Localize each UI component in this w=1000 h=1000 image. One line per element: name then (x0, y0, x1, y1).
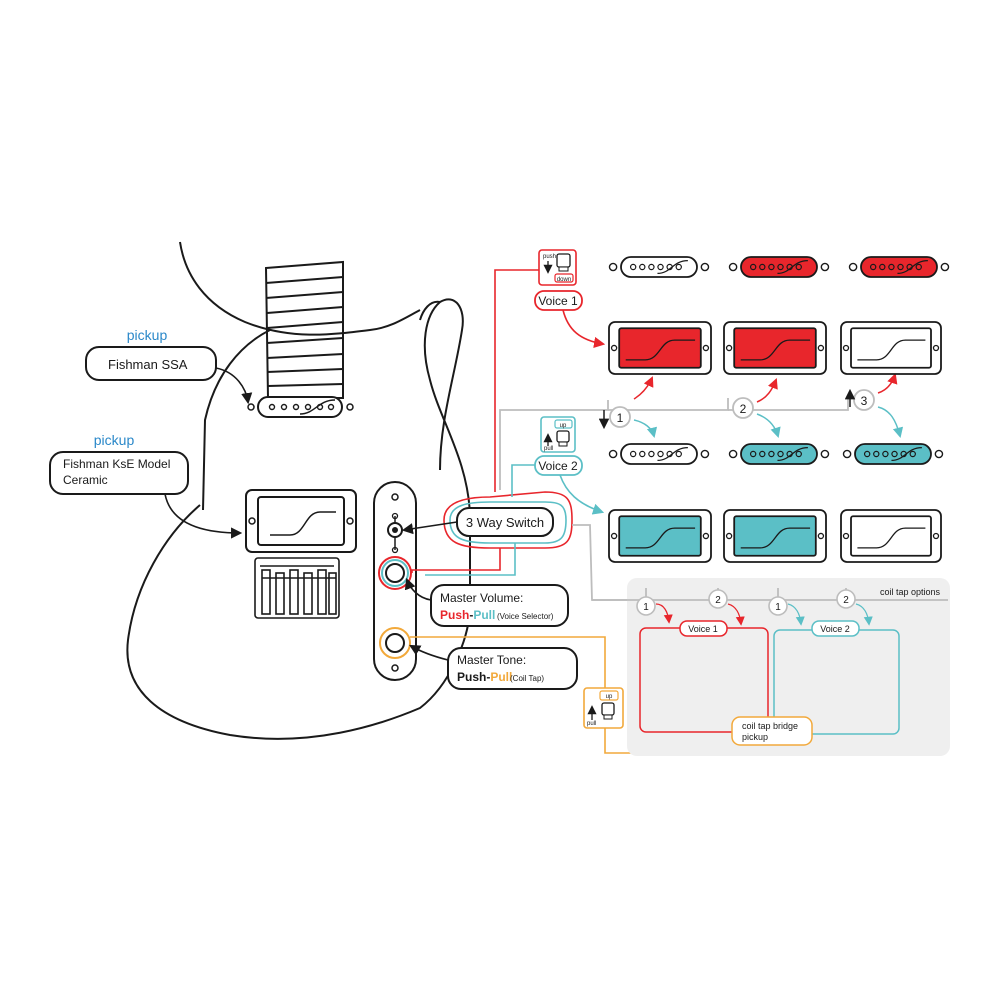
coil-tap-pos-2b-label: 2 (843, 595, 849, 606)
coil-tap-pos-1a[interactable]: 1 (636, 596, 656, 616)
voice2-pull-text: pull (544, 446, 553, 452)
position-2[interactable]: 2 (732, 397, 754, 419)
voice1-push-text: push (543, 254, 556, 260)
master-tone-title: Master Tone: (457, 653, 526, 667)
position-1[interactable]: 1 (598, 406, 631, 430)
master-tone-note: (Coil Tap) (510, 674, 544, 683)
master-tone-push-pull: Push-Pull (457, 670, 512, 684)
position-3[interactable]: 3 (844, 388, 875, 411)
master-volume-note: (Voice Selector) (497, 612, 554, 621)
bridge-pickup (245, 489, 357, 553)
coil-tap-pull-text: pull (587, 721, 596, 727)
volume-pull: Pull (473, 608, 495, 622)
position-3-label: 3 (861, 394, 868, 408)
fretboard (264, 260, 344, 399)
volume-sep: - (469, 608, 473, 622)
coil-tap-bridge-label-2: pickup (742, 732, 768, 742)
tone-sep: - (486, 670, 490, 684)
bridge-pickup-tag: pickup (94, 432, 135, 448)
voice-wiring (411, 269, 573, 576)
tone-push: Push (457, 670, 486, 684)
guitar-body (126, 241, 471, 740)
master-tone-box (447, 647, 578, 690)
coil-tap-pull-icon: up pull (583, 687, 624, 729)
volume-push: Push (440, 608, 469, 622)
switch-knob-center (392, 527, 398, 533)
coil-tap-pos-2a[interactable]: 2 (708, 589, 728, 609)
coil-tap-pos-1b[interactable]: 1 (768, 596, 788, 616)
bridge-pickup-name-2: Ceramic (63, 473, 108, 487)
voice1-badge (534, 290, 583, 311)
neck-pickup-name: Fishman SSA (108, 357, 188, 372)
bridge-saddles (254, 557, 340, 619)
voice2-bridge-pos3 (840, 509, 942, 563)
switch-pointer (401, 521, 458, 535)
voice1-label: Voice 1 (538, 294, 578, 308)
bridge-pickup-name-1: Fishman KsE Model (63, 457, 170, 471)
voice2-badge (534, 455, 583, 476)
voice2-label: Voice 2 (538, 459, 578, 473)
coil-tap-pos-2a-label: 2 (715, 595, 721, 606)
coil-tap-voice2-badge (811, 620, 860, 637)
voice2-up-text: up (560, 423, 567, 429)
voice1-push-icon: push down (538, 249, 577, 286)
neck-pickup-pointer (215, 367, 253, 405)
coil-tap-voice1-badge (679, 620, 728, 637)
coil-tap-voice1-label: Voice 1 (688, 624, 718, 634)
voice1-neck-pos3 (848, 256, 950, 278)
voice1-neck-pos1 (608, 256, 710, 278)
voice1-pointer (562, 309, 606, 348)
coil-tap-title: coil tap options (880, 587, 941, 597)
voice2-neck-pos3 (842, 443, 944, 465)
neck-pickup-tag: pickup (127, 327, 168, 343)
coil-tap-bridge-badge (731, 716, 813, 746)
voice2-neck-pos1 (608, 443, 710, 465)
volume-pointer (404, 577, 432, 601)
coil-tap-bridge-label-1: coil tap bridge (742, 721, 798, 731)
voice1-bridge-pos2 (723, 321, 827, 375)
tone-knob[interactable] (379, 627, 411, 659)
pickup-icons (608, 256, 950, 707)
neck-pickup-label-box (85, 346, 217, 381)
tone-pull: Pull (490, 670, 512, 684)
position-arrows (633, 373, 904, 439)
voice2-neck-pos2 (728, 443, 830, 465)
bridge-pickup-pointer (164, 493, 243, 539)
voice2-bridge-pos1 (608, 509, 712, 563)
bridge-pickup-label-box (49, 451, 189, 495)
neck-pickup (247, 396, 354, 418)
voice1-neck-pos2 (728, 256, 830, 278)
coil-tap-up-text: up (606, 694, 613, 700)
voice2-pull-icon: up pull (540, 416, 576, 453)
master-volume-box (430, 584, 569, 627)
voice2-pointer (559, 474, 605, 515)
position-2-label: 2 (740, 402, 747, 416)
voice1-bridge-pos3 (840, 321, 942, 375)
voice2-bridge-pos2 (723, 509, 827, 563)
position-1-label: 1 (617, 411, 624, 425)
master-volume-title: Master Volume: (440, 591, 523, 605)
voice1-bridge-pos1 (608, 321, 712, 375)
master-volume-push-pull: Push-Pull (440, 608, 495, 622)
volume-knob[interactable] (378, 556, 412, 590)
coil-tap-pos-1a-label: 1 (643, 602, 649, 613)
coil-tap-pos-1b-label: 1 (775, 602, 781, 613)
tone-pointer (409, 644, 449, 661)
three-way-switch-label: 3 Way Switch (466, 515, 544, 530)
coil-tap-arrows (655, 603, 873, 626)
voice1-down-text: down (557, 277, 571, 283)
coil-tap-voice2-label: Voice 2 (820, 624, 850, 634)
coil-tap-pos-2b[interactable]: 2 (836, 589, 856, 609)
